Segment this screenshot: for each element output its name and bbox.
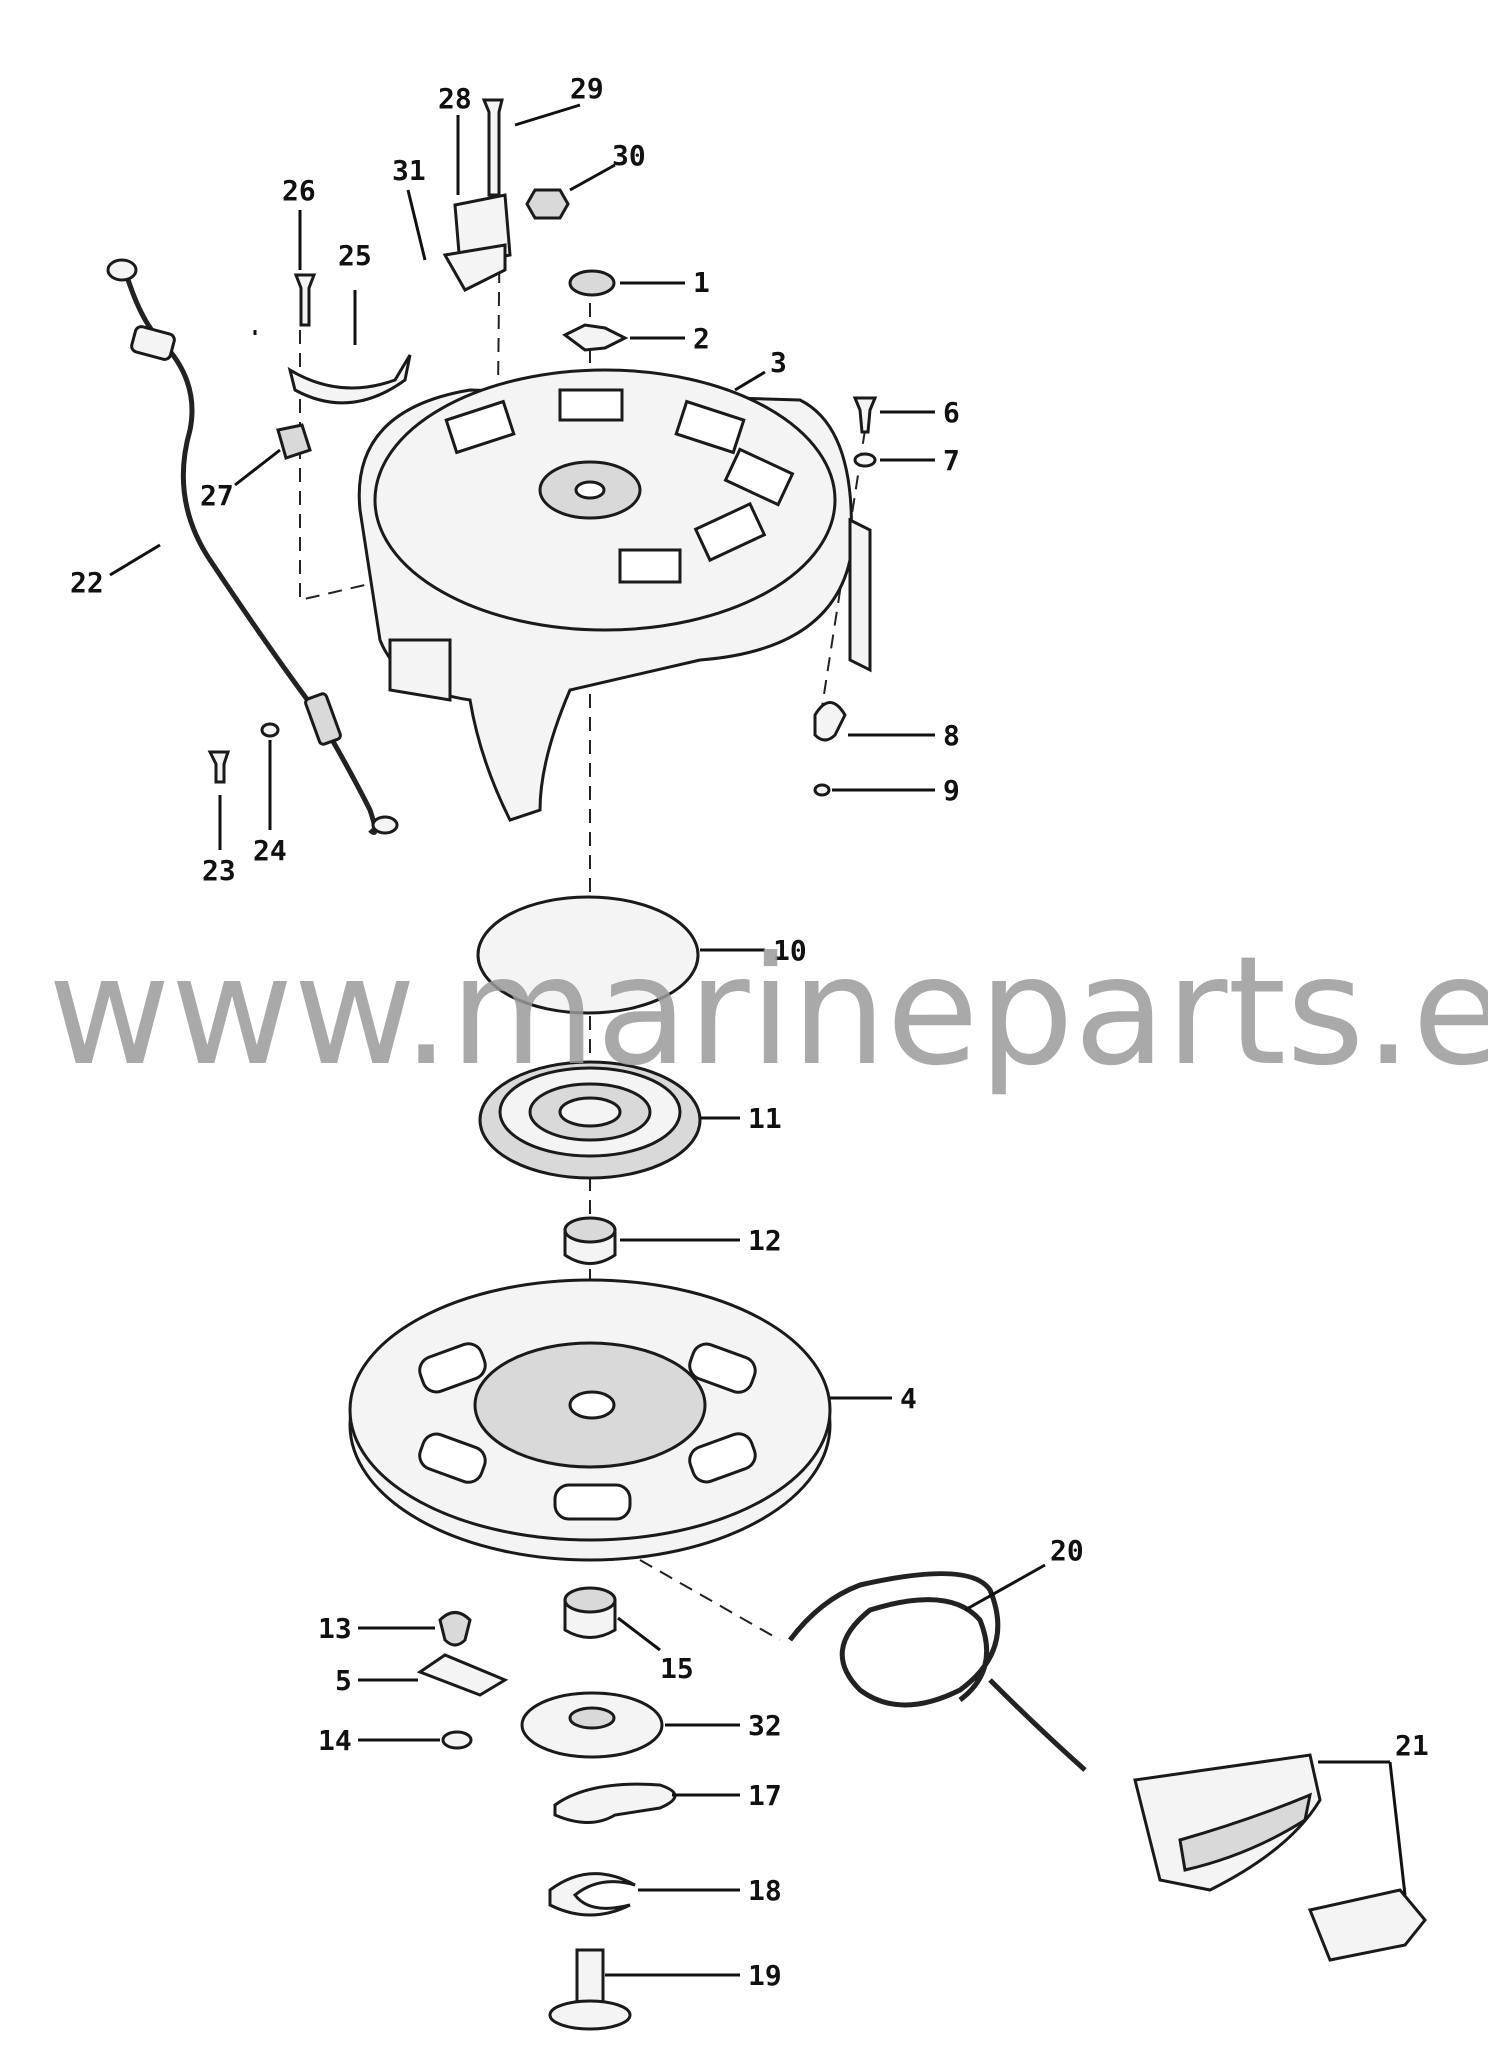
callout-15: 15	[660, 1652, 694, 1685]
part-12-spring-hub	[563, 1216, 617, 1265]
cable-eyelet	[371, 815, 399, 835]
callout-17: 17	[748, 1779, 782, 1812]
callout-18: 18	[748, 1874, 782, 1907]
part-11-recoil-spring	[478, 1060, 702, 1180]
part-20-starter-rope	[788, 1571, 1087, 1772]
callout-10: 10	[773, 934, 807, 967]
callout-6: 6	[943, 396, 960, 429]
callout-28: 28	[438, 82, 472, 115]
part-3-starter-housing	[357, 368, 872, 822]
part-19-bolt	[548, 1948, 632, 2031]
callout-2: 2	[693, 322, 710, 355]
part-23-screw	[207, 750, 231, 784]
part-14-washer	[441, 1730, 473, 1750]
watermark-text: www.marineparts.eu	[48, 925, 1488, 1099]
callout-21: 21	[1395, 1729, 1429, 1762]
callout-8: 8	[943, 719, 960, 752]
callout-5: 5	[335, 1664, 352, 1697]
callout-32: 32	[748, 1709, 782, 1742]
rope-axis	[639, 1559, 781, 1641]
part-21-starter-handle	[1133, 1753, 1427, 1962]
callout-20: 20	[1050, 1534, 1084, 1567]
cable-clip-lower	[304, 692, 342, 746]
callout-labels: 1 2 3 6 7 8 9 10 11 12 4 13 5 14 15 32 1…	[70, 72, 1429, 1992]
part-7-washer	[853, 452, 877, 468]
callout-12: 12	[748, 1224, 782, 1257]
callout-25: 25	[338, 239, 372, 272]
callout-27: 27	[200, 479, 234, 512]
part-32-friction-plate	[520, 1691, 664, 1759]
callout-30: 30	[612, 139, 646, 172]
part-18-ring	[548, 1872, 636, 1917]
part-4-rope-pulley	[348, 1278, 832, 1562]
callout-1: 1	[693, 266, 710, 299]
callout-31: 31	[392, 154, 426, 187]
part-26-screw	[293, 273, 317, 327]
part-5-pawl	[416, 1653, 509, 1697]
part-6-screw	[852, 396, 878, 434]
leader-lines	[109, 103, 1407, 1977]
part-8-clip	[813, 701, 847, 742]
callout-3: 3	[770, 346, 787, 379]
part-27-clamp	[276, 423, 312, 460]
callout-14: 14	[318, 1724, 352, 1757]
callout-4: 4	[900, 1382, 917, 1415]
part-30-nut	[525, 188, 570, 220]
part-15-bushing	[563, 1586, 617, 1639]
callout-9: 9	[943, 774, 960, 807]
part-10-spring-plate	[476, 895, 700, 1015]
callout-22: 22	[70, 566, 104, 599]
callout-26: 26	[282, 174, 316, 207]
part-31-lockout-plate	[442, 243, 507, 292]
cable-end-cap	[106, 258, 138, 282]
callout-13: 13	[318, 1612, 352, 1645]
callout-11: 11	[748, 1102, 782, 1135]
part-17-retainer-clip	[553, 1782, 677, 1824]
part-2-retainer	[562, 323, 629, 352]
callout-29: 29	[570, 72, 604, 105]
part-1-nut	[568, 269, 616, 297]
callout-24: 24	[253, 834, 287, 867]
callout-23: 23	[202, 854, 236, 887]
part-9-rivet	[813, 783, 831, 797]
part-25-bracket	[287, 354, 412, 405]
callout-19: 19	[748, 1959, 782, 1992]
part-13-spring	[438, 1611, 472, 1647]
callout-7: 7	[943, 444, 960, 477]
part-24-washer	[260, 722, 280, 738]
part-29-bolt	[481, 98, 504, 197]
cable-clip-upper	[130, 325, 176, 361]
